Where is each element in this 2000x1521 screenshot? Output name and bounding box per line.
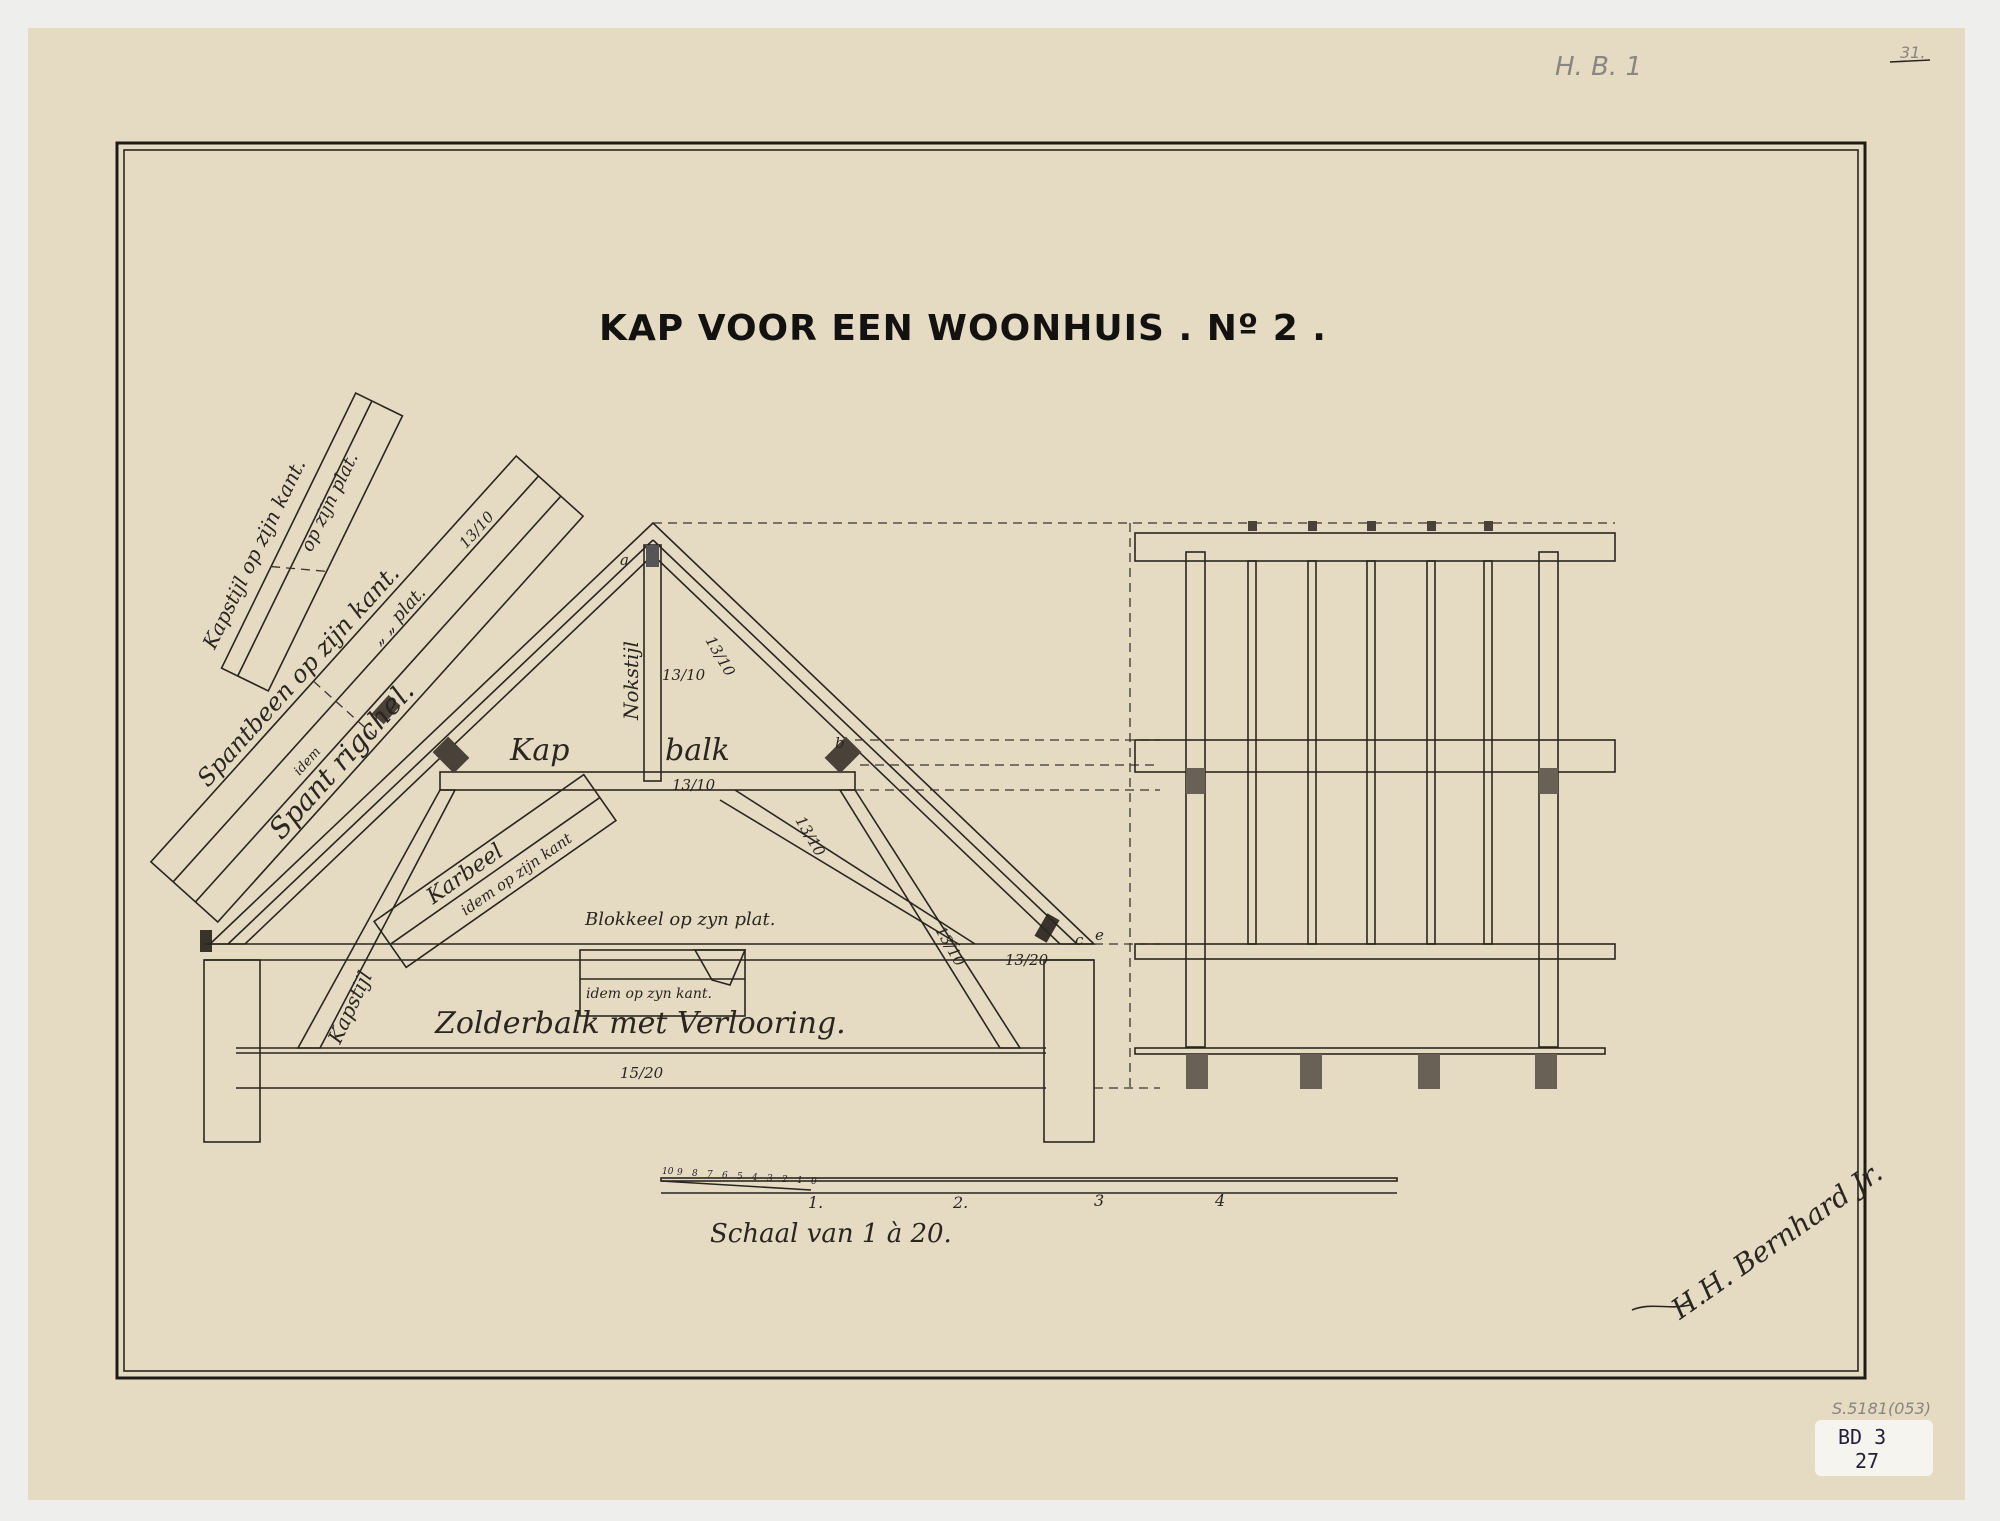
- blokkeel-tip: [693, 949, 747, 986]
- scale-diagonal: [660, 1180, 812, 1191]
- inner-border: [123, 149, 1859, 1372]
- right-brace-inner: [734, 789, 976, 945]
- rafter-left-inner: [227, 539, 654, 945]
- king-post-label: Nokstijl: [619, 641, 643, 721]
- post-section: [1539, 768, 1558, 794]
- scale-bar-top: [660, 1177, 1398, 1182]
- scale-tick: 4: [751, 1173, 758, 1183]
- plan-floor-line: [1134, 1047, 1606, 1055]
- scale-major-ticks: 1. 2. 3 4: [808, 1191, 1225, 1212]
- rafter-end: [1367, 521, 1376, 531]
- beam-section: [1186, 1054, 1208, 1089]
- scale-small-ticks: 10 9 8 7 6 5 4 3 2 1 0: [662, 1167, 817, 1187]
- archive-label: [1815, 1420, 1933, 1476]
- plan-rafters: [1247, 560, 1493, 945]
- spantbeen-detail-line2: [194, 495, 562, 903]
- point-a-label: a: [620, 551, 629, 569]
- paper: [28, 28, 1965, 1500]
- dim-king-post: 13/10: [662, 666, 706, 684]
- plan-beam-sections: [1186, 768, 1558, 1089]
- archive-label-line1: BD 3: [1838, 1425, 1886, 1449]
- kapstijl-detail-joint: [271, 565, 327, 573]
- point-c-label: c: [1075, 931, 1084, 949]
- plan-post-left: [1185, 551, 1206, 1048]
- blokkeel-kant-label: idem op zyn kant.: [586, 986, 712, 1002]
- beam-section: [1300, 1054, 1322, 1089]
- rafter-end: [1248, 521, 1257, 531]
- scale-tick: 6: [722, 1171, 728, 1181]
- outer-border: [115, 141, 1867, 1380]
- kapstijl-detail-body: [220, 392, 404, 692]
- beam-section: [1535, 1054, 1557, 1089]
- right-strut: [838, 789, 1022, 1049]
- plan-rafter: [1307, 560, 1317, 945]
- sheet-number-underline: [1889, 59, 1931, 63]
- plan-post-right: [1538, 551, 1559, 1048]
- pencil-initials: H. B. 1: [1555, 52, 1642, 82]
- scale-tick: 3: [767, 1174, 773, 1184]
- kapstijl-detail-line: [237, 400, 373, 677]
- roof-section: a b c e Kap balk Nokstijl 13/10 13/10 13…: [200, 521, 1615, 1143]
- blokkeel-body: [579, 949, 746, 1017]
- rafter-end: [1308, 521, 1317, 531]
- spantbeen-detail-line1: [172, 475, 540, 883]
- collar-label-balk: balk: [665, 733, 730, 768]
- blokkeel-detail: Blokkeel op zyn plat. idem op zyn kant.: [579, 909, 775, 1017]
- scale-tick: 9: [677, 1168, 683, 1178]
- plan-rafter: [1247, 560, 1257, 945]
- dim-wallplate: 13/20: [1005, 951, 1049, 969]
- spantbeen-detail-purlin: [371, 694, 401, 725]
- dim-floor-beam: 15/20: [620, 1064, 664, 1082]
- karbeel-detail-line: [389, 796, 601, 946]
- left-purlin: [432, 736, 470, 774]
- plan-rafter: [1366, 560, 1376, 945]
- rafter-end: [1484, 521, 1493, 531]
- scale-caption: Schaal van 1 à 20.: [710, 1219, 952, 1249]
- scale-tick: 5: [737, 1172, 743, 1182]
- scale-tick: 8: [692, 1169, 698, 1179]
- point-b-label: b: [835, 734, 845, 752]
- collar-label-kap: Kap: [509, 733, 570, 768]
- spantbeen-detail-body: [149, 454, 585, 924]
- scale-tick: 0: [811, 1177, 817, 1187]
- plan-rafter: [1426, 560, 1436, 945]
- collar-beam: [439, 771, 856, 791]
- scale-tick: 1: [797, 1176, 803, 1186]
- archive-label-line2: 27: [1855, 1449, 1879, 1473]
- right-purlin: [824, 736, 862, 774]
- scale-tick: 7: [707, 1170, 713, 1180]
- signature-flourish: [1631, 1304, 1691, 1311]
- scale-major-tick: 4: [1214, 1191, 1225, 1210]
- beam-section: [1418, 1054, 1440, 1089]
- left-gutter: [200, 930, 212, 952]
- plan-rafter-ends: [1248, 521, 1493, 531]
- scale-major-tick: 1.: [808, 1193, 823, 1212]
- scale-tick: 2: [781, 1175, 788, 1185]
- floor-beam-label: Zolderbalk met Verlooring.: [434, 1006, 846, 1041]
- roof-plan: [1134, 521, 1616, 1089]
- archive-ref: S.5181(053): [1832, 1399, 1931, 1418]
- sheet-title: KAP VOOR EEN WOONHUIS . Nº 2 .: [599, 308, 1327, 349]
- scale-major-tick: 2.: [952, 1193, 968, 1212]
- left-strut: [296, 789, 457, 1049]
- scale-tick: 10: [662, 1167, 674, 1177]
- point-e-label: e: [1095, 926, 1104, 944]
- right-brace: [719, 799, 961, 946]
- rafter-end: [1427, 521, 1436, 531]
- post-section: [1186, 768, 1205, 794]
- scale-bar: 10 9 8 7 6 5 4 3 2 1 0 1. 2. 3 4 Schaal …: [660, 1167, 1398, 1249]
- blokkeel-label: Blokkeel op zyn plat.: [584, 909, 775, 930]
- rafter-right-inner: [652, 539, 1078, 945]
- dim-collar: 13/10: [672, 776, 716, 794]
- ridge-purlin: [646, 545, 659, 567]
- scale-major-tick: 3: [1094, 1191, 1104, 1210]
- sheet-number: 31.: [1900, 43, 1925, 62]
- plan-rafter: [1483, 560, 1493, 945]
